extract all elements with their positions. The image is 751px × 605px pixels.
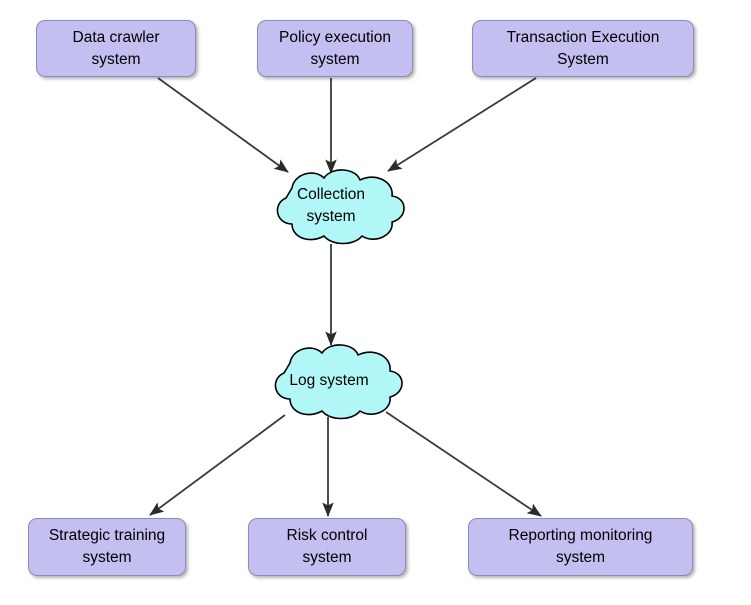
cloud-shape <box>274 344 403 420</box>
edge-transaction-execution-to-collection <box>387 77 537 172</box>
node-log-system[interactable]: Log system <box>250 341 408 421</box>
edge-log-to-strategic-training <box>149 414 286 516</box>
edge-data-crawler-to-collection <box>157 77 289 173</box>
cloud-shape <box>276 169 405 245</box>
edge-log-to-reporting-monitoring <box>385 411 542 517</box>
